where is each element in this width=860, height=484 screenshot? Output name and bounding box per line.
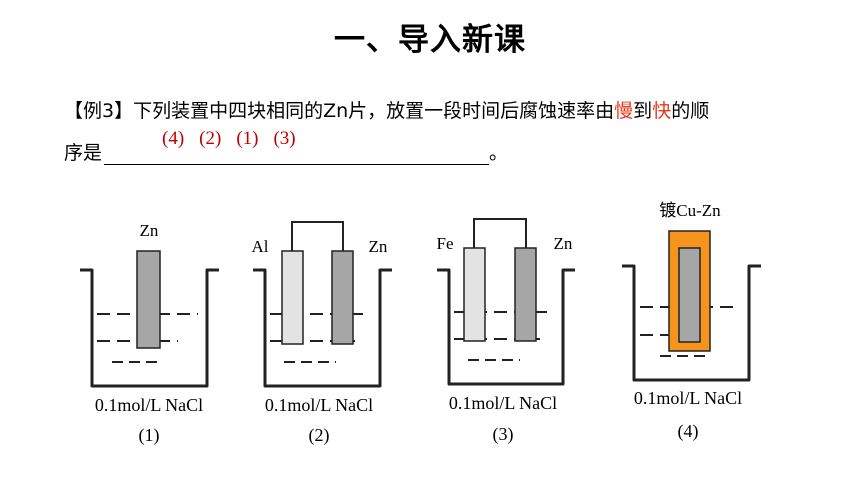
keyword-fast: 快	[652, 100, 672, 122]
solution-label: 0.1mol/L NaCl	[449, 393, 557, 413]
right-electrode-label: Zn	[554, 234, 573, 253]
zn-electrode	[514, 247, 537, 342]
figure-number: (1)	[139, 425, 160, 446]
left-electrode-label: Fe	[437, 234, 454, 253]
connecting-wire	[291, 221, 344, 251]
question-text: 【例3】下列装置中四块相同的Zn片，放置一段时间后腐蚀速率由	[64, 100, 615, 122]
connecting-wire	[473, 218, 527, 248]
figure-number: (3)	[493, 424, 514, 445]
figure-number: (4)	[678, 421, 699, 442]
al-electrode	[281, 250, 304, 345]
page-title: 一、导入新课	[334, 22, 526, 58]
answer-item: (1)	[236, 128, 259, 149]
question-line-2: 序是 。	[64, 138, 508, 165]
electrode-label: 镀Cu-Zn	[659, 201, 721, 220]
question-line-1: 【例3】下列装置中四块相同的Zn片，放置一段时间后腐蚀速率由慢到快的顺	[64, 96, 709, 123]
beaker-4: 镀Cu-Zn 0.1mol/L NaCl (4)	[622, 201, 761, 442]
right-electrode-label: Zn	[369, 237, 388, 256]
answer-item: (3)	[273, 128, 296, 149]
zn-electrode	[331, 250, 354, 345]
solution-label: 0.1mol/L NaCl	[265, 395, 373, 415]
question-period: 。	[489, 142, 509, 164]
beaker-3: Fe Zn 0.1mol/L NaCl (3)	[437, 218, 575, 445]
figure-number: (2)	[309, 425, 330, 446]
answer-item: (4)	[162, 128, 185, 149]
solution-label: 0.1mol/L NaCl	[95, 395, 203, 415]
question-prefix: 序是	[64, 142, 103, 164]
beaker-2: Al Zn 0.1mol/L NaCl (2)	[252, 221, 392, 446]
answer-sequence: (4) (2) (1) (3)	[162, 128, 311, 150]
beaker-1: Zn 0.1mol/L NaCl (1)	[80, 221, 219, 446]
left-electrode-label: Al	[252, 237, 269, 256]
answer-blank	[104, 144, 490, 165]
fe-electrode	[463, 247, 486, 342]
electrode-label: Zn	[140, 221, 159, 240]
solution-label: 0.1mol/L NaCl	[634, 388, 742, 408]
keyword-to: 到	[633, 100, 653, 122]
question-text-end: 的顺	[671, 100, 710, 122]
answer-item: (2)	[199, 128, 222, 149]
keyword-slow: 慢	[614, 100, 634, 122]
zn-electrode	[136, 250, 161, 349]
zn-electrode	[678, 247, 701, 343]
